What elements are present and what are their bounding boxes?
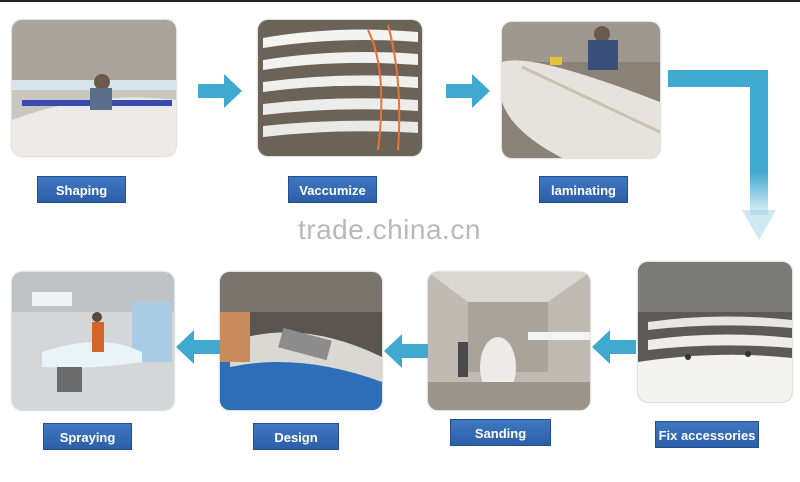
step-label-laminating: laminating [539, 176, 628, 203]
step-label-shaping: Shaping [37, 176, 126, 203]
step-label-design: Design [253, 423, 339, 450]
arrow-right-2 [446, 74, 490, 108]
step-label-spraying: Spraying [43, 423, 132, 450]
step-label-sanding: Sanding [450, 419, 551, 446]
vaccumize-photo [258, 20, 422, 156]
laminating-photo [502, 22, 660, 158]
step-label-fix-accessories: Fix accessories [655, 421, 759, 448]
spraying-photo [12, 272, 174, 410]
design-photo [220, 272, 382, 410]
fix-accessories-photo [638, 262, 792, 402]
shaping-photo [12, 20, 176, 156]
watermark-text: trade.china.cn [298, 214, 481, 245]
arrow-left-2 [384, 334, 428, 368]
arrow-left-1 [592, 330, 636, 364]
arrow-right-1 [198, 74, 242, 108]
arrow-left-3 [176, 330, 220, 364]
step-label-vaccumize: Vaccumize [288, 176, 377, 203]
sanding-photo [428, 272, 590, 410]
arrow-bend-down [668, 70, 778, 260]
top-border-line [0, 0, 800, 2]
